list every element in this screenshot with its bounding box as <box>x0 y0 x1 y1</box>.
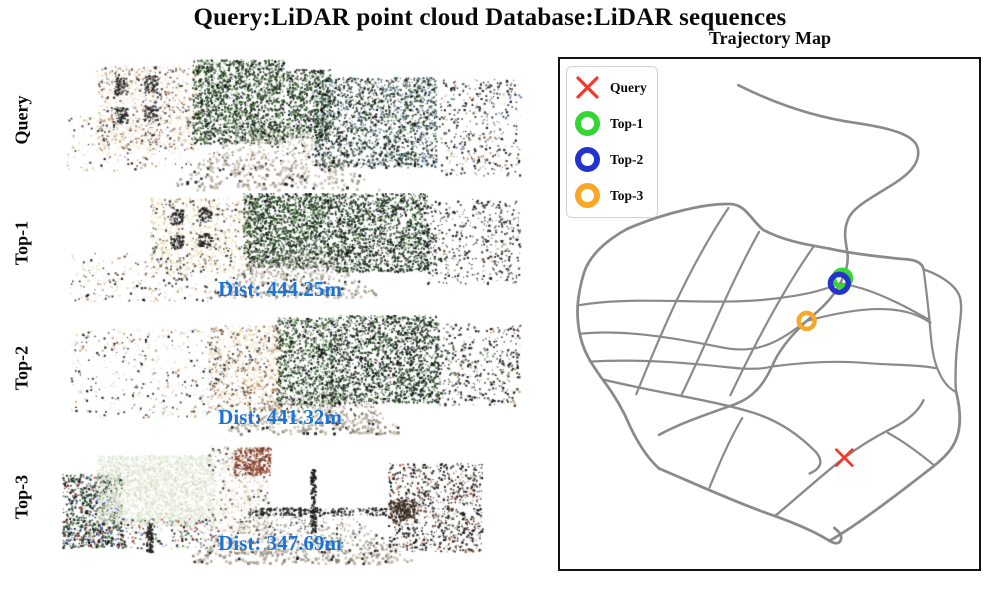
dist-label-top1: Dist: 444.25m <box>218 277 342 301</box>
top2-pointcloud-canvas <box>58 315 523 437</box>
row-label-query: Query <box>11 95 32 145</box>
x-marker-icon <box>576 76 599 99</box>
top1-pointcloud-canvas <box>58 193 523 305</box>
legend-label: Top-1 <box>610 115 644 131</box>
dist-label-top2: Dist: 441.32m <box>218 405 342 429</box>
trajectory-map-title: Trajectory Map <box>708 28 832 48</box>
legend-item-top1: Top-1 <box>574 110 647 137</box>
row-label-top3: Top-3 <box>11 474 32 520</box>
legend: Query Top-1 Top-2 Top-3 <box>566 66 658 218</box>
query-pointcloud-canvas <box>58 57 523 192</box>
legend-label: Top-2 <box>610 151 644 167</box>
dist-label-top3: Dist: 347.69m <box>218 531 342 555</box>
legend-item-query: Query <box>574 74 647 101</box>
legend-label: Query <box>610 79 647 95</box>
top2-marker <box>827 271 851 295</box>
ring-icon <box>575 147 600 172</box>
legend-item-top3: Top-3 <box>574 182 647 209</box>
legend-label: Top-3 <box>610 187 644 203</box>
trajectory-map: Query Top-1 Top-2 Top-3 <box>558 57 981 571</box>
legend-item-top2: Top-2 <box>574 146 647 173</box>
top3-pointcloud-canvas <box>58 443 523 568</box>
row-label-top1: Top-1 <box>11 220 32 266</box>
top3-marker <box>796 310 817 332</box>
query-x-marker <box>834 448 854 467</box>
ring-icon <box>575 111 600 136</box>
road-network <box>576 83 963 545</box>
ring-icon <box>575 183 600 208</box>
main-title: Query:LiDAR point cloud Database:LiDAR s… <box>193 4 787 31</box>
row-label-top2: Top-2 <box>11 345 32 391</box>
